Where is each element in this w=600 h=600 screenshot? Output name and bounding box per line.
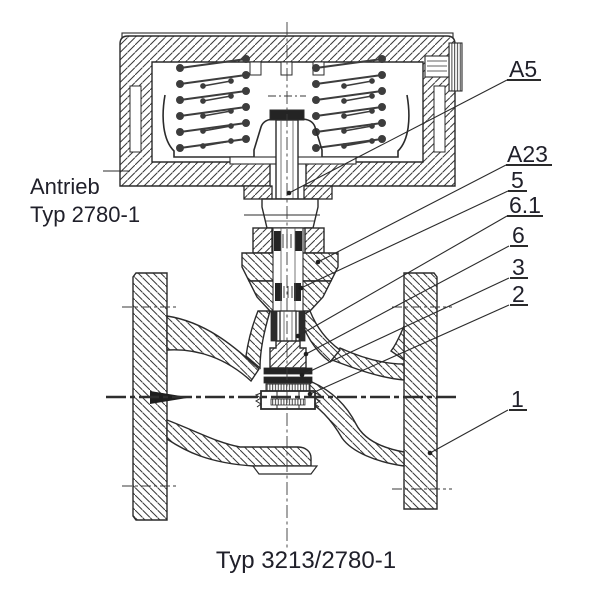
seat-serration-right [314,392,322,408]
body-neck-left [245,310,271,370]
flow-markers [122,306,452,490]
adjuster-screw-shaft [424,55,450,78]
part-label-5: 5 [511,167,524,193]
yoke-tab-left [243,185,273,200]
actuator-title-line1: Antrieb [30,174,100,199]
spring-left-outer [176,55,250,152]
body-bottom-pad [251,465,319,475]
centerlines [106,22,458,548]
seat-serration-left [254,392,262,408]
leader-dots [286,190,433,456]
body-wall-bottom [166,418,312,467]
valve-body [132,272,438,521]
part-label-A5: A5 [509,56,537,82]
part-label-6: 6 [512,222,525,248]
body-partition [302,381,405,467]
housing-bolt-slot-left [129,85,142,153]
leader-dot [315,259,321,265]
bonnet [241,227,339,312]
stem-guide-left [270,310,278,342]
leader-line-3 [301,277,510,376]
spring-left-inner [200,78,234,149]
seat-thread-row [265,383,311,392]
bonnet-upper-right [304,227,325,254]
outlet-flange [403,272,438,510]
plug [269,340,307,369]
plug-stem-rod [279,310,297,346]
stem-guide-right [298,310,306,342]
part-label-6-1: 6.1 [509,192,541,218]
leader-dot [298,285,304,291]
leader-dot [427,450,433,456]
part-label-2: 2 [512,281,525,307]
plug-stem [270,310,306,346]
part-label-A23: A23 [507,141,548,167]
leader-line-6 [305,245,510,355]
seat-thread-bottom [270,398,306,406]
leader-lines [286,79,552,456]
stem-connector-body [261,198,319,229]
leader-dot [303,351,309,357]
leader-dot [299,372,305,378]
actuator-springs [176,55,386,152]
spring-guide [280,61,293,76]
bonnet-upper-left [252,227,273,254]
body-wall-upper-left [166,315,260,383]
packing [274,231,302,301]
part-label-1: 1 [511,386,524,412]
spring-right-inner [341,78,375,149]
leader-line-2 [309,304,510,395]
plug-seal-ring [263,367,313,375]
leader-line-A23 [317,164,507,263]
leader-line-5 [300,190,509,289]
leader-dot [307,391,313,397]
annotations: A5 A23 5 6.1 6 3 2 1 Antrieb Typ 2780-1 … [30,56,548,574]
yoke [243,185,333,200]
leader-line-1 [429,409,509,454]
pneumatic-actuator [103,32,463,187]
yoke-tab-right [303,185,333,200]
actuator-housing [119,35,456,187]
leader-line-6.1 [297,215,508,337]
leader-line-A5 [288,79,508,194]
part-label-3: 3 [512,254,525,280]
label-underlines [506,79,552,411]
housing-bolt-slot-right [433,85,446,153]
body-wall-upper-right [330,347,405,381]
flow-direction-arrow [150,391,190,404]
leader-dot [286,190,292,196]
stem-connector [244,198,320,229]
drawing-caption: Typ 3213/2780-1 [216,547,396,574]
spring-guide [249,61,262,76]
adjuster-knurled-disk [448,42,463,92]
outlet-flange-hub [389,325,405,362]
plug-seal-ring [263,376,313,384]
actuator-title-line2: Typ 2780-1 [30,202,140,227]
plug-and-seat [254,340,322,410]
leader-dot [295,333,301,339]
